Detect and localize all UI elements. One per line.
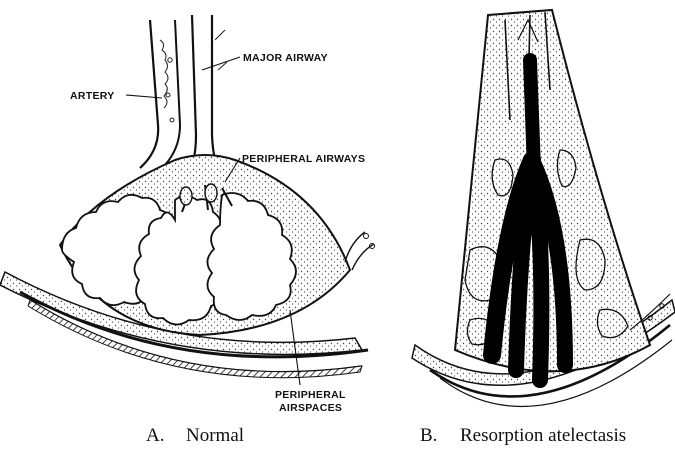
collapsed-lung-b [455, 10, 650, 371]
caption-a-text: Normal [186, 425, 244, 446]
major-airway-label: MAJOR AIRWAY [243, 52, 328, 64]
peripheral-airspaces-a [60, 155, 375, 335]
peripheral-airspaces-label-line1: PERIPHERAL [275, 389, 346, 401]
caption-b-text: Resorption atelectasis [460, 425, 626, 446]
caption-a-letter: A. [146, 425, 164, 446]
caption-b-letter: B. [420, 425, 437, 446]
atelectasis-lung-drawing [412, 10, 675, 406]
artery-a [140, 20, 180, 168]
normal-lung-drawing: ARTERY MAJOR AIRWAY PERIPHERAL AIRWAYS P… [0, 15, 375, 414]
artery-label: ARTERY [70, 90, 115, 102]
peripheral-airways-label: PERIPHERAL AIRWAYS [242, 153, 365, 165]
peripheral-airspaces-label-line2: AIRSPACES [279, 402, 342, 414]
